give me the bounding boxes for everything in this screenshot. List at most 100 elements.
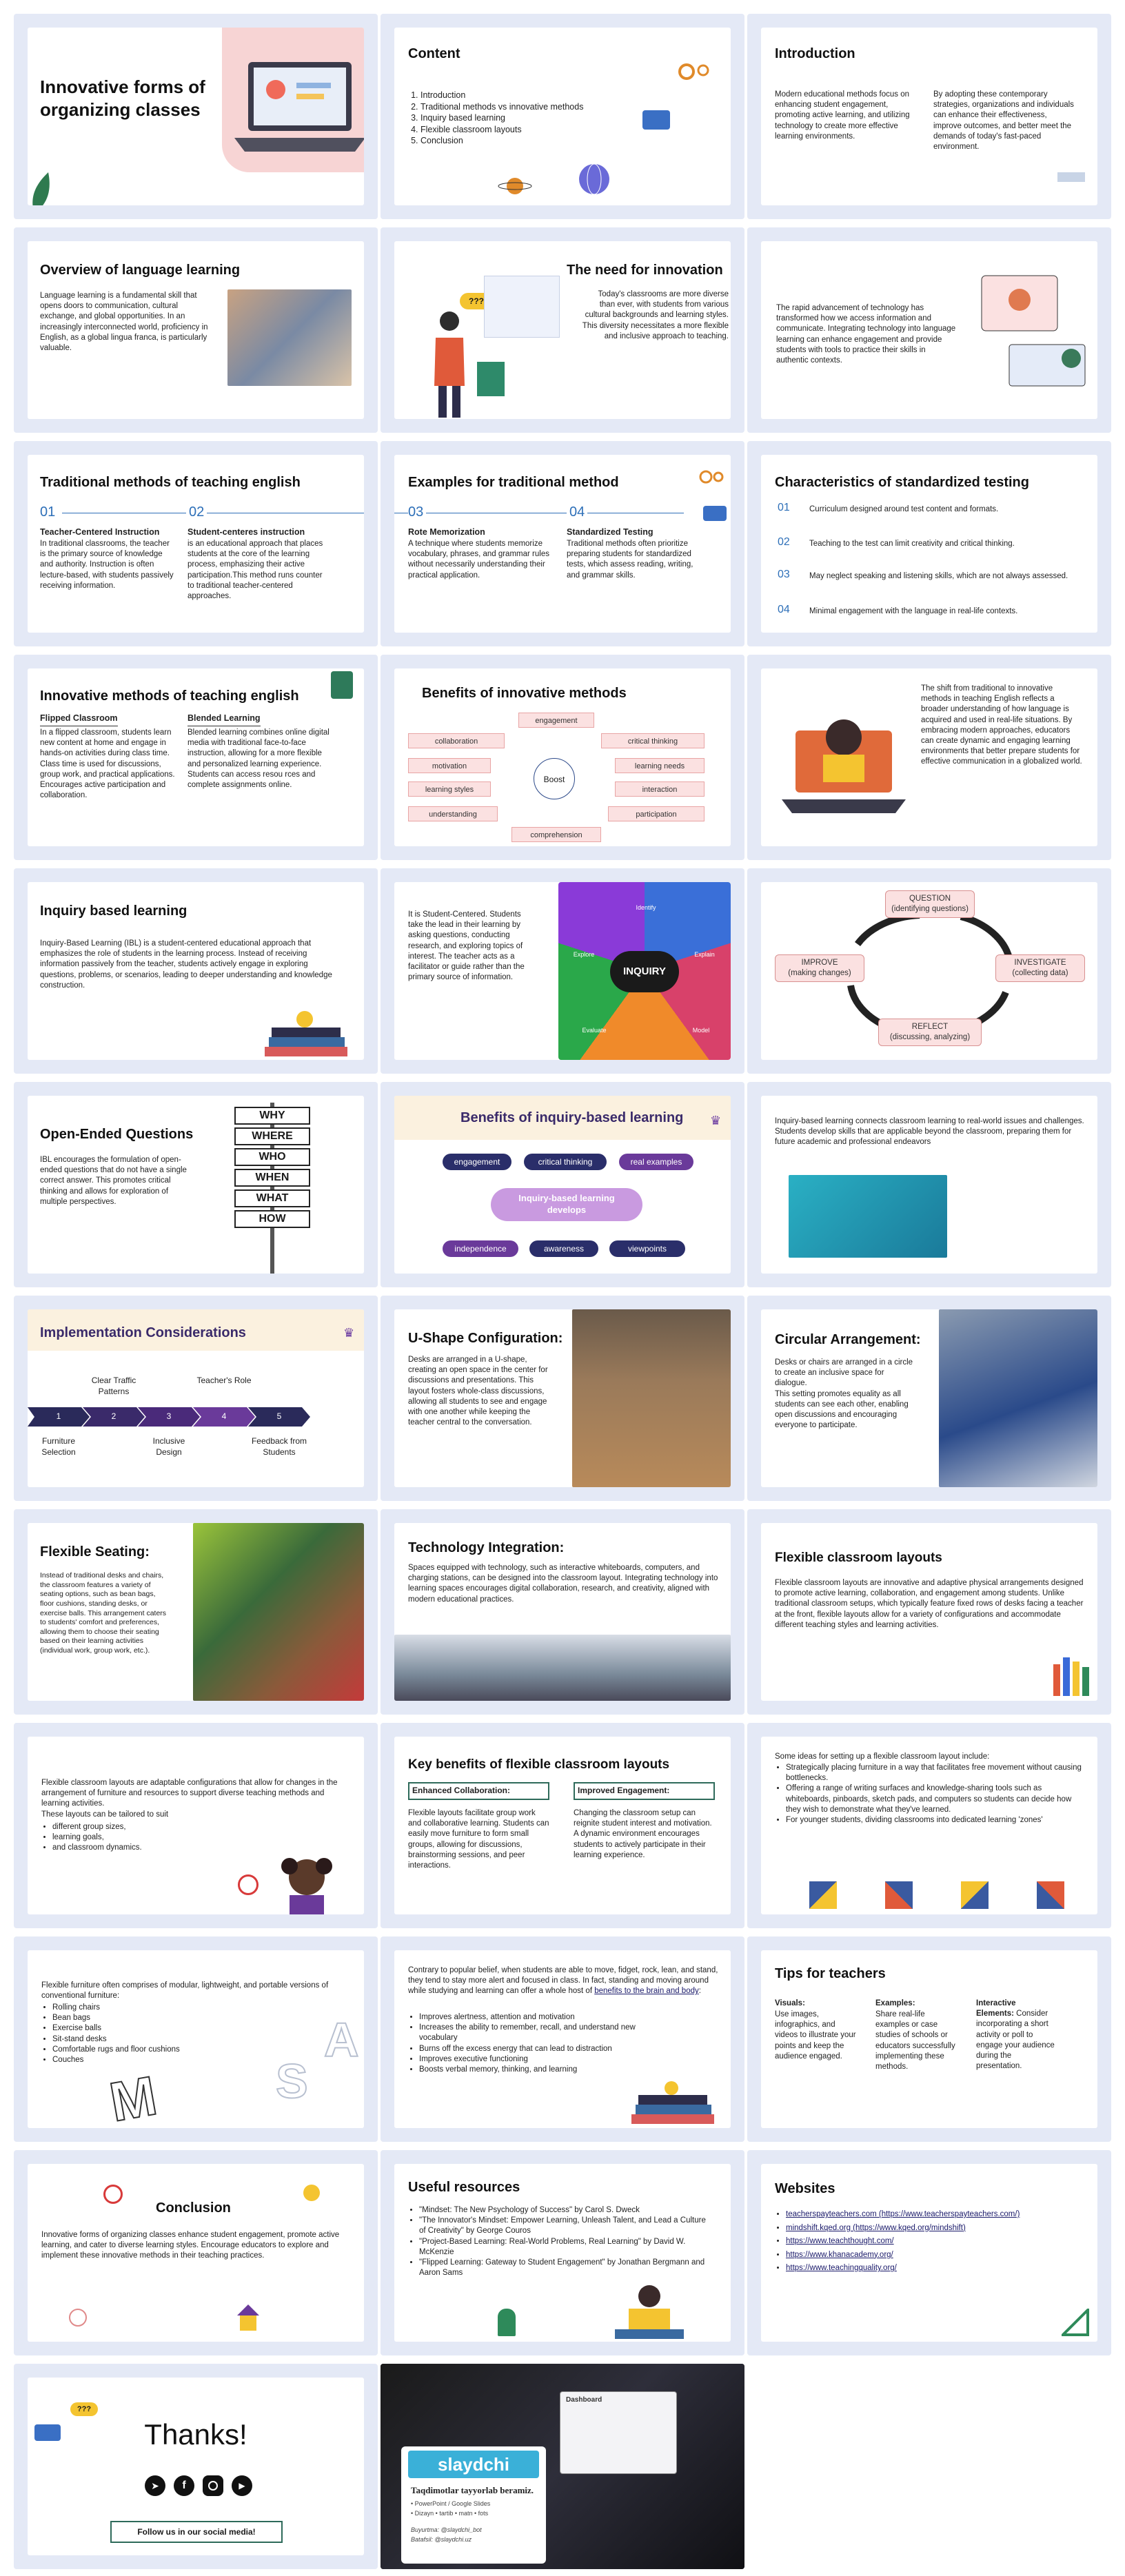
slide-canvas: Benefits of innovative methods Boost eng… [394,668,731,846]
slide-open-ended[interactable]: Open-Ended Questions IBL encourages the … [14,1082,378,1287]
promo-line: Buyurtma: @slaydchi_bot [411,2526,482,2533]
apple-icon [303,2185,320,2201]
slide-canvas: Thanks! ??? ➤ f ▶ Follow us in our socia… [28,2378,364,2555]
slide-traditional-examples[interactable]: Examples for traditional method 03 04 Ro… [381,441,744,646]
website-link[interactable]: mindshift.kqed.org (https://www.kqed.org… [786,2223,966,2232]
list-item: Sit-stand desks [52,2034,214,2045]
slide-overview[interactable]: Overview of language learning Language l… [14,227,378,433]
benefit-pill: engagement [443,1154,511,1170]
slide-inquiry-cycle[interactable]: QUESTION (identifying questions) INVESTI… [747,868,1111,1074]
cycle-node-question: QUESTION (identifying questions) [885,890,975,918]
slide-title-text: Flexible classroom layouts [775,1551,942,1565]
telegram-icon: ➤ [145,2475,165,2496]
item-text: Curriculum designed around test content … [809,505,999,513]
sign-board: WHY [234,1107,310,1125]
promo-line: • PowerPoint / Google Slides [411,2500,491,2507]
slide-canvas: Overview of language learning Language l… [28,241,364,419]
slide-need-innovation[interactable]: The need for innovation Today's classroo… [381,227,744,433]
slide-content[interactable]: Content Introduction Traditional methods… [381,14,744,219]
step-number: 02 [186,504,207,520]
slide-adaptable-layouts[interactable]: Flexible classroom layouts are adaptable… [14,1723,378,1928]
slide-title-text: Implementation Considerations [40,1325,246,1340]
step-number: 2 [111,1411,116,1421]
slide-canvas: The need for innovation Today's classroo… [394,241,731,419]
benefit-pill: participation [608,806,705,821]
movement-intro-text: Contrary to popular belief, when student… [408,1966,718,1996]
slide-useful-resources[interactable]: Useful resources "Mindset: The New Psych… [381,2150,744,2355]
benefit-pill: motivation [408,758,491,773]
slide-canvas: U-Shape Configuration: Desks are arrange… [394,1309,731,1487]
conclusion-body: Innovative forms of organizing classes e… [41,2231,340,2260]
step-number: 01 [40,504,56,520]
promo-card: slaydchi Taqdimotlar tayyorlab beramiz. … [401,2446,546,2564]
list-item: Comfortable rugs and floor cushions [52,2045,214,2055]
slide-title-text: Traditional methods of teaching english [40,475,301,490]
step-number: 3 [166,1411,172,1421]
slide-title-text: Useful resources [408,2180,520,2195]
book-icon [477,362,505,396]
slide-innovative-methods[interactable]: Innovative methods of teaching english F… [14,655,378,860]
slide-canvas: Flexible furniture often comprises of mo… [28,1950,364,2128]
slide-canvas: Characteristics of standardized testing … [761,455,1097,633]
globe-icon [579,163,609,195]
slide-conclusion[interactable]: Conclusion Innovative forms of organizin… [14,2150,378,2355]
slide-canvas: It is Student-Centered. Students take th… [394,882,731,1060]
promo-line: • Dizayn • tartib • matn • fots [411,2510,489,2517]
wheel-label: Explain [694,951,715,958]
speech-bubble: ??? [70,2402,98,2416]
node-subtext: (identifying questions) [891,904,969,913]
youtube-icon: ▶ [232,2475,252,2496]
slide-benefits-inquiry[interactable]: Benefits of inquiry-based learning ♛ eng… [381,1082,744,1287]
website-link[interactable]: https://www.teachthought.com/ [786,2237,894,2246]
method-body: Blended learning combines online digital… [188,728,330,789]
slide-flexible-seating[interactable]: Flexible Seating: Instead of traditional… [14,1509,378,1715]
website-link[interactable]: https://www.khanacademy.org/ [786,2250,893,2259]
slide-movement-benefits[interactable]: Contrary to popular belief, when student… [381,1936,744,2142]
slide-flexible-furniture[interactable]: Flexible furniture often comprises of mo… [14,1936,378,2142]
slide-canvas: Inquiry-based learning connects classroo… [761,1096,1097,1274]
slide-technology[interactable]: The rapid advancement of technology has … [747,227,1111,433]
website-link[interactable]: https://www.teachingquality.org/ [786,2264,897,2273]
slide-key-benefits[interactable]: Key benefits of flexible classroom layou… [381,1723,744,1928]
slide-canvas: Technology Integration: Spaces equipped … [394,1523,731,1701]
website-link[interactable]: teacherspayteachers.com (https://www.tea… [786,2210,1020,2218]
slide-u-shape[interactable]: U-Shape Configuration: Desks are arrange… [381,1296,744,1501]
slide-benefits-innovative[interactable]: Benefits of innovative methods Boost eng… [381,655,744,860]
slide-introduction[interactable]: Introduction Modern educational methods … [747,14,1111,219]
slide-websites[interactable]: Websites teacherspayteachers.com (https:… [747,2150,1111,2355]
list-item: Conclusion [420,135,589,147]
slide-tips[interactable]: Tips for teachers Visuals: Use images, i… [747,1936,1111,2142]
ruler-icon [1057,172,1085,182]
slide-implementation[interactable]: Implementation Considerations ♛ 1 2 3 4 … [14,1296,378,1501]
slide-promo[interactable]: Dashboard slaydchi Taqdimotlar tayyorlab… [381,2364,744,2569]
slide-flexible-layouts[interactable]: Flexible classroom layouts Flexible clas… [747,1509,1111,1715]
slide-thanks[interactable]: Thanks! ??? ➤ f ▶ Follow us in our socia… [14,2364,378,2569]
list-item: https://www.teachthought.com/ [786,2235,1085,2249]
inquiry-center: INQUIRY [610,951,679,992]
slide-standardized-testing[interactable]: Characteristics of standardized testing … [747,441,1111,646]
node-subtext: (making changes) [788,968,851,977]
slide-technology-integration[interactable]: Technology Integration: Spaces equipped … [381,1509,744,1715]
slide-title-text: Benefits of innovative methods [422,686,627,701]
slide-shift[interactable]: The shift from traditional to innovative… [747,655,1111,860]
signpost-pole [270,1103,274,1274]
slide-inquiry-based[interactable]: Inquiry based learning Inquiry-Based Lea… [14,868,378,1074]
method-body: In traditional classrooms, the teacher i… [40,540,174,590]
list-item: Improves alertness, attention and motiva… [419,2012,636,2023]
slide-traditional-methods[interactable]: Traditional methods of teaching english … [14,441,378,646]
tip-body: Share real-life examples or case studies… [875,2010,955,2071]
benefit-body: Flexible layouts facilitate group work a… [408,1809,549,1870]
item-number: 02 [778,536,790,548]
slide-student-centered[interactable]: It is Student-Centered. Students take th… [381,868,744,1074]
social-media-button[interactable]: Follow us in our social media! [110,2521,283,2543]
slide-circular[interactable]: Circular Arrangement: Desks or chairs ar… [747,1296,1111,1501]
slide-real-world[interactable]: Inquiry-based learning connects classroo… [747,1082,1111,1287]
slide-canvas: Implementation Considerations ♛ 1 2 3 4 … [28,1309,364,1487]
brain-body-link[interactable]: benefits to the brain and body [594,1987,699,1996]
slide-title[interactable]: Innovative forms of organizing classes [14,14,378,219]
step-number: 1 [56,1411,61,1421]
adaptable-list: different group sizes, learning goals, a… [41,1822,214,1854]
tip-body: Consider incorporating a short activity … [976,2010,1055,2071]
node-heading: INVESTIGATE [1014,959,1066,967]
slide-setup-ideas[interactable]: Some ideas for setting up a flexible cla… [747,1723,1111,1928]
